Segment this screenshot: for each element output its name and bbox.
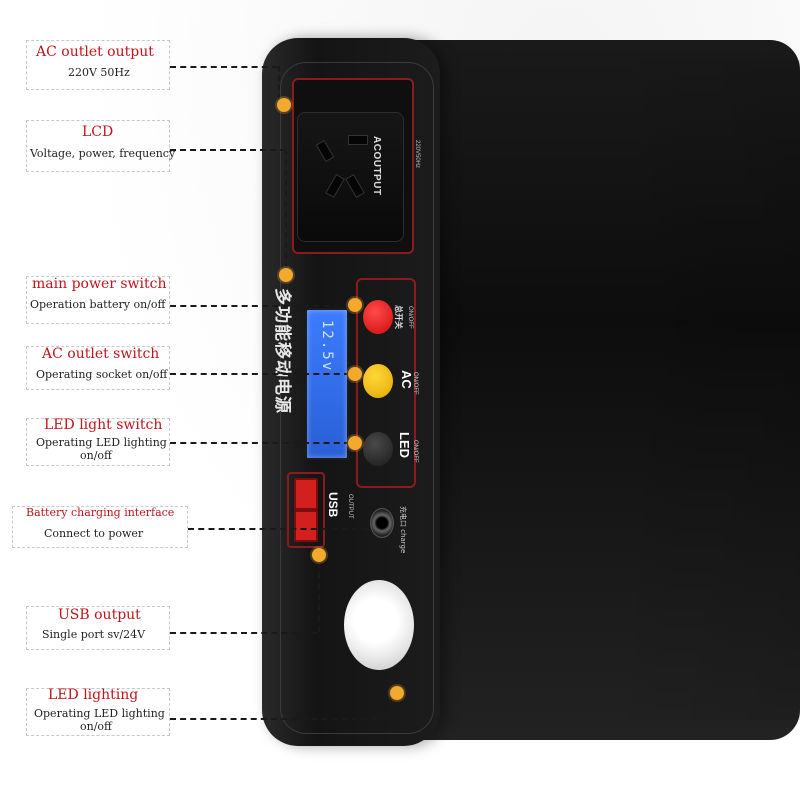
callout-desc-main-power: Operation battery on/off [30, 298, 166, 311]
callout-title-ac-switch: AC outlet switch [42, 346, 160, 362]
charge-label: 充电口 charge [399, 506, 407, 554]
callout-box-led-lighting [26, 688, 170, 736]
callout-desc-led-switch: Operating LED lighting [36, 436, 167, 449]
callout-title-led-switch: LED light switch [44, 417, 163, 433]
callout-box-main-power [26, 276, 170, 324]
callout-box-ac-switch [26, 346, 170, 390]
usb-sublabel: OUTPUT [347, 494, 353, 519]
usb-port-2[interactable] [294, 510, 318, 542]
callout-title-ac-outlet: AC outlet output [36, 44, 154, 60]
connector-main-power [170, 305, 350, 307]
callout-desc-led-switch-2: on/off [80, 449, 112, 462]
socket-sublabel: 220V50Hz [414, 140, 420, 169]
callout-desc-led-lighting: Operating LED lighting [34, 707, 165, 720]
callout-desc-ac-outlet: 220V 50Hz [68, 66, 130, 79]
socket-hole-ground [325, 173, 345, 199]
socket-hole-left [315, 139, 335, 163]
connector-usb-v [318, 562, 320, 632]
led-switch-label: LED [397, 432, 412, 458]
marker-led-lighting [390, 686, 404, 700]
callout-desc-charging: Connect to power [44, 527, 144, 540]
led-lamp [344, 580, 414, 670]
connector-ac-outlet-v [278, 66, 280, 100]
device-side-panel [400, 40, 800, 740]
socket-hole-right [348, 135, 368, 145]
callout-desc-usb: Single port sv/24V [42, 628, 146, 641]
callout-box-charging [12, 506, 188, 548]
usb-port-1[interactable] [294, 478, 318, 510]
control-panel-frame [356, 278, 416, 488]
usb-label: USB [326, 492, 340, 518]
callout-desc-led-lighting-2: on/off [80, 720, 112, 733]
connector-usb [170, 632, 318, 634]
marker-lcd [279, 268, 293, 282]
socket-label: ACOUTPUT [371, 136, 382, 196]
connector-ac-switch [170, 373, 350, 375]
callout-box-led-switch [26, 418, 170, 466]
connector-led-switch [170, 442, 350, 444]
ac-switch-button[interactable] [363, 364, 393, 398]
marker-usb [312, 548, 326, 562]
callout-box-usb [26, 606, 170, 650]
callout-box-lcd [26, 120, 170, 172]
usb-port-frame [287, 472, 325, 548]
ac-switch-onoff: ON/OFF [412, 372, 418, 395]
front-panel-outline [280, 62, 434, 734]
led-switch-onoff: ON/OFF [412, 440, 418, 463]
callout-title-main-power: main power switch [32, 276, 167, 292]
main-power-button[interactable] [363, 300, 393, 334]
connector-lcd-v [285, 149, 287, 269]
ac-socket [297, 112, 404, 242]
connector-lcd [170, 149, 286, 151]
callout-desc-lcd: Voltage, power, frequency [30, 147, 176, 160]
led-switch-button[interactable] [363, 432, 393, 466]
callout-box-ac-outlet [26, 40, 170, 90]
connector-charging [188, 528, 368, 530]
lcd-display [305, 308, 349, 460]
callout-title-led-lighting: LED lighting [48, 687, 139, 703]
callout-desc-ac-switch: Operating socket on/off [36, 368, 168, 381]
marker-ac-outlet [277, 98, 291, 112]
callout-title-usb: USB output [58, 607, 141, 623]
callout-title-charging: Battery charging interface [26, 506, 175, 519]
callout-title-lcd: LCD [82, 124, 114, 140]
charging-port[interactable] [370, 508, 394, 538]
device-side-shadow [600, 60, 800, 720]
marker-ac-switch [348, 367, 362, 381]
connector-led-lighting-v [398, 700, 400, 718]
lcd-readout: 12.5v [319, 320, 335, 373]
connector-ac-outlet [170, 66, 278, 68]
connector-led-lighting [170, 718, 398, 720]
marker-main-power [348, 298, 362, 312]
marker-led-switch [348, 436, 362, 450]
main-power-onoff: ON/OFF [407, 306, 413, 329]
socket-hole-ground-2 [345, 173, 365, 199]
main-power-label: 总开关 [394, 305, 403, 329]
